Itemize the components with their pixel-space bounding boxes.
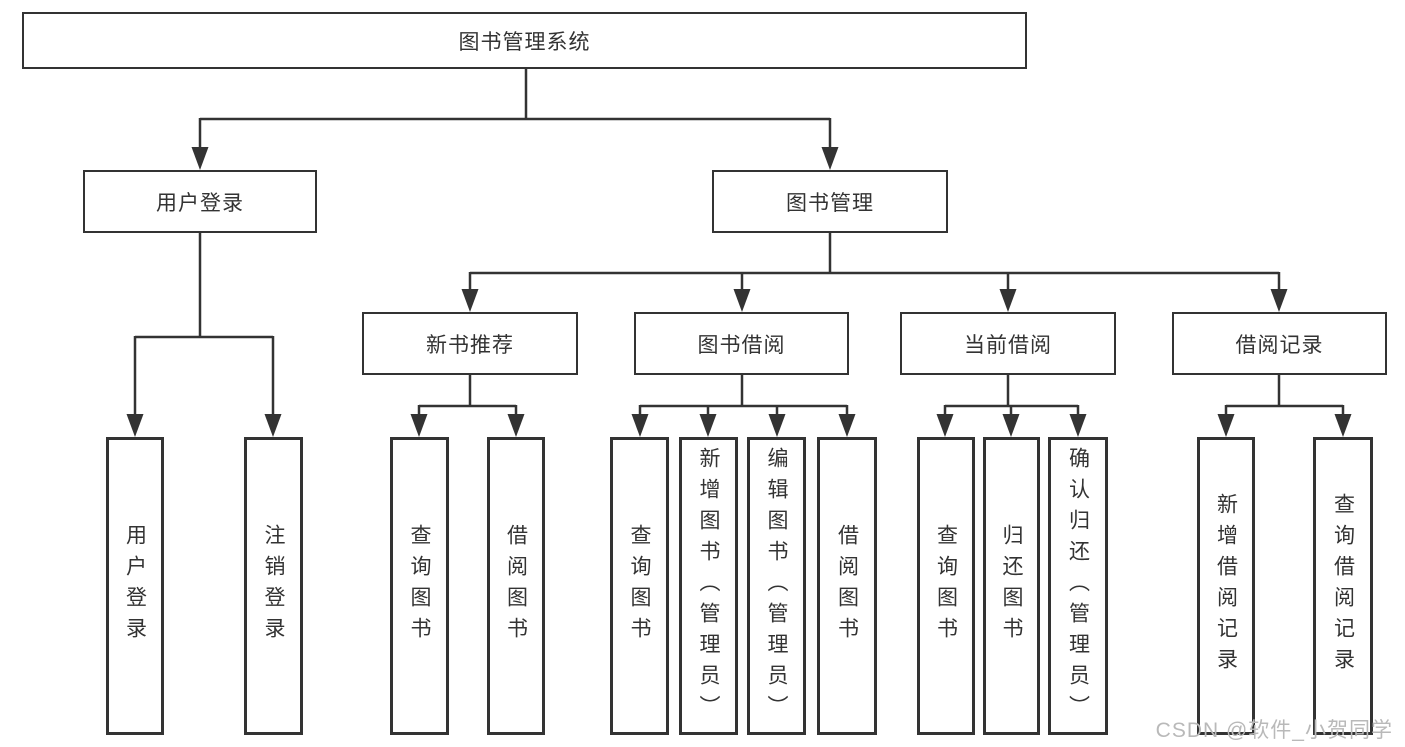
leaf-label: 查询图书 bbox=[408, 524, 432, 648]
node-book-management: 图书管理 bbox=[712, 170, 948, 233]
leaf-query-books-recommend: 查询图书 bbox=[390, 437, 449, 735]
leaf-borrow-books: 借阅图书 bbox=[817, 437, 877, 735]
node-label: 当前借阅 bbox=[964, 333, 1052, 357]
leaf-label: 新增图书（管理员） bbox=[697, 446, 721, 726]
leaf-label: 查询图书 bbox=[934, 524, 958, 648]
leaf-confirm-return-admin: 确认归还（管理员） bbox=[1048, 437, 1108, 735]
node-current-borrow: 当前借阅 bbox=[900, 312, 1116, 375]
leaf-query-books-borrow: 查询图书 bbox=[610, 437, 669, 735]
leaf-label: 用户登录 bbox=[123, 524, 147, 648]
node-label: 图书管理 bbox=[786, 191, 874, 215]
leaf-query-borrow-record: 查询借阅记录 bbox=[1313, 437, 1373, 735]
leaf-label: 借阅图书 bbox=[835, 524, 859, 648]
node-root-library-system: 图书管理系统 bbox=[22, 12, 1027, 69]
leaf-user-login: 用户登录 bbox=[106, 437, 164, 735]
node-label: 图书管理系统 bbox=[458, 30, 591, 54]
leaf-logout: 注销登录 bbox=[244, 437, 303, 735]
leaf-return-books: 归还图书 bbox=[983, 437, 1040, 735]
node-label: 用户登录 bbox=[156, 191, 244, 215]
leaf-query-books-current: 查询图书 bbox=[917, 437, 975, 735]
leaf-label: 确认归还（管理员） bbox=[1066, 446, 1090, 726]
connector-borrow-records-to-leaves bbox=[1217, 375, 1352, 437]
csdn-watermark: CSDN @软件_小贺同学 bbox=[1155, 719, 1393, 742]
leaf-borrow-books-recommend: 借阅图书 bbox=[487, 437, 545, 735]
leaf-edit-books-admin: 编辑图书（管理员） bbox=[747, 437, 806, 735]
leaf-label: 借阅图书 bbox=[504, 524, 528, 648]
leaf-add-books-admin: 新增图书（管理员） bbox=[679, 437, 738, 735]
connector-book-mgmt-to-level2 bbox=[461, 233, 1288, 312]
node-label: 借阅记录 bbox=[1235, 333, 1324, 357]
leaf-label: 归还图书 bbox=[1000, 524, 1024, 648]
leaf-label: 查询借阅记录 bbox=[1331, 493, 1355, 679]
connector-book-borrow-to-leaves bbox=[631, 375, 856, 437]
connector-root-to-level1 bbox=[191, 69, 839, 170]
leaf-label: 编辑图书（管理员） bbox=[765, 446, 789, 726]
node-user-login: 用户登录 bbox=[83, 170, 317, 233]
connector-current-borrow-to-leaves bbox=[936, 375, 1087, 437]
node-book-borrow: 图书借阅 bbox=[634, 312, 849, 375]
connector-new-books-to-leaves bbox=[410, 375, 525, 437]
node-new-book-recommend: 新书推荐 bbox=[362, 312, 578, 375]
node-borrow-records: 借阅记录 bbox=[1172, 312, 1387, 375]
leaf-label: 新增借阅记录 bbox=[1214, 493, 1238, 679]
node-label: 图书借阅 bbox=[697, 333, 786, 357]
node-label: 新书推荐 bbox=[426, 333, 514, 357]
connector-user-login-to-leaves bbox=[126, 233, 282, 437]
leaf-label: 注销登录 bbox=[262, 524, 286, 648]
leaf-label: 查询图书 bbox=[628, 524, 652, 648]
leaf-add-borrow-record: 新增借阅记录 bbox=[1197, 437, 1255, 735]
